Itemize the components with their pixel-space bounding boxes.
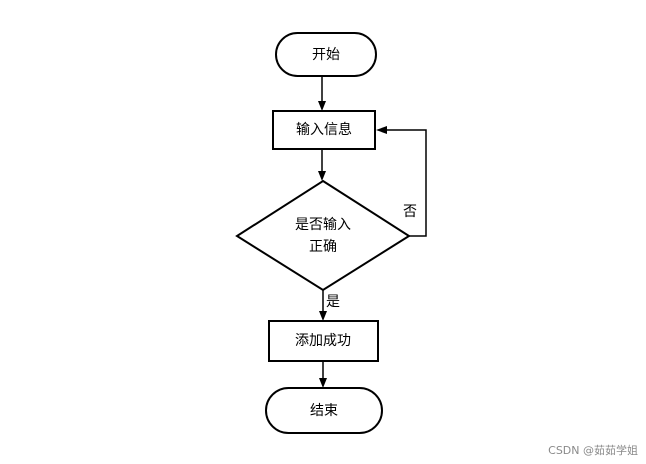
edge-input-to-decision [318, 149, 326, 181]
input-node-label: 输入信息 [296, 121, 352, 138]
edge-start-to-input-arrow [318, 101, 326, 111]
decision-node-label-line2: 正确 [309, 239, 337, 255]
edge-decision-to-input-no: 否 [376, 126, 427, 237]
edge-decision-to-success-yes: 是 [319, 290, 340, 321]
edge-success-to-end-arrow [319, 378, 327, 388]
edge-start-to-input [318, 76, 326, 111]
start-node: 开始 [275, 32, 377, 77]
edge-yes-arrow [319, 311, 327, 321]
edge-no-label: 否 [403, 204, 417, 220]
decision-node: 是否输入 正确 [235, 179, 411, 292]
success-node: 添加成功 [268, 320, 379, 362]
end-node-shape [265, 387, 383, 434]
edge-success-to-end [319, 361, 327, 388]
edge-input-to-decision-arrow [318, 171, 326, 181]
watermark-text: CSDN @茹茹学姐 [548, 444, 638, 457]
start-node-shape [275, 32, 377, 77]
edge-yes-label: 是 [326, 294, 340, 310]
success-node-label: 添加成功 [295, 333, 351, 349]
decision-node-label-line1: 是否输入 [295, 217, 351, 233]
end-node: 结束 [265, 387, 383, 434]
edge-no-line [385, 129, 427, 237]
decision-node-shape [235, 179, 411, 292]
end-node-label: 结束 [310, 403, 338, 419]
input-node-shape [272, 110, 376, 150]
edge-no-arrow [376, 126, 387, 134]
start-node-label: 开始 [312, 47, 340, 63]
input-node: 输入信息 [272, 110, 376, 150]
